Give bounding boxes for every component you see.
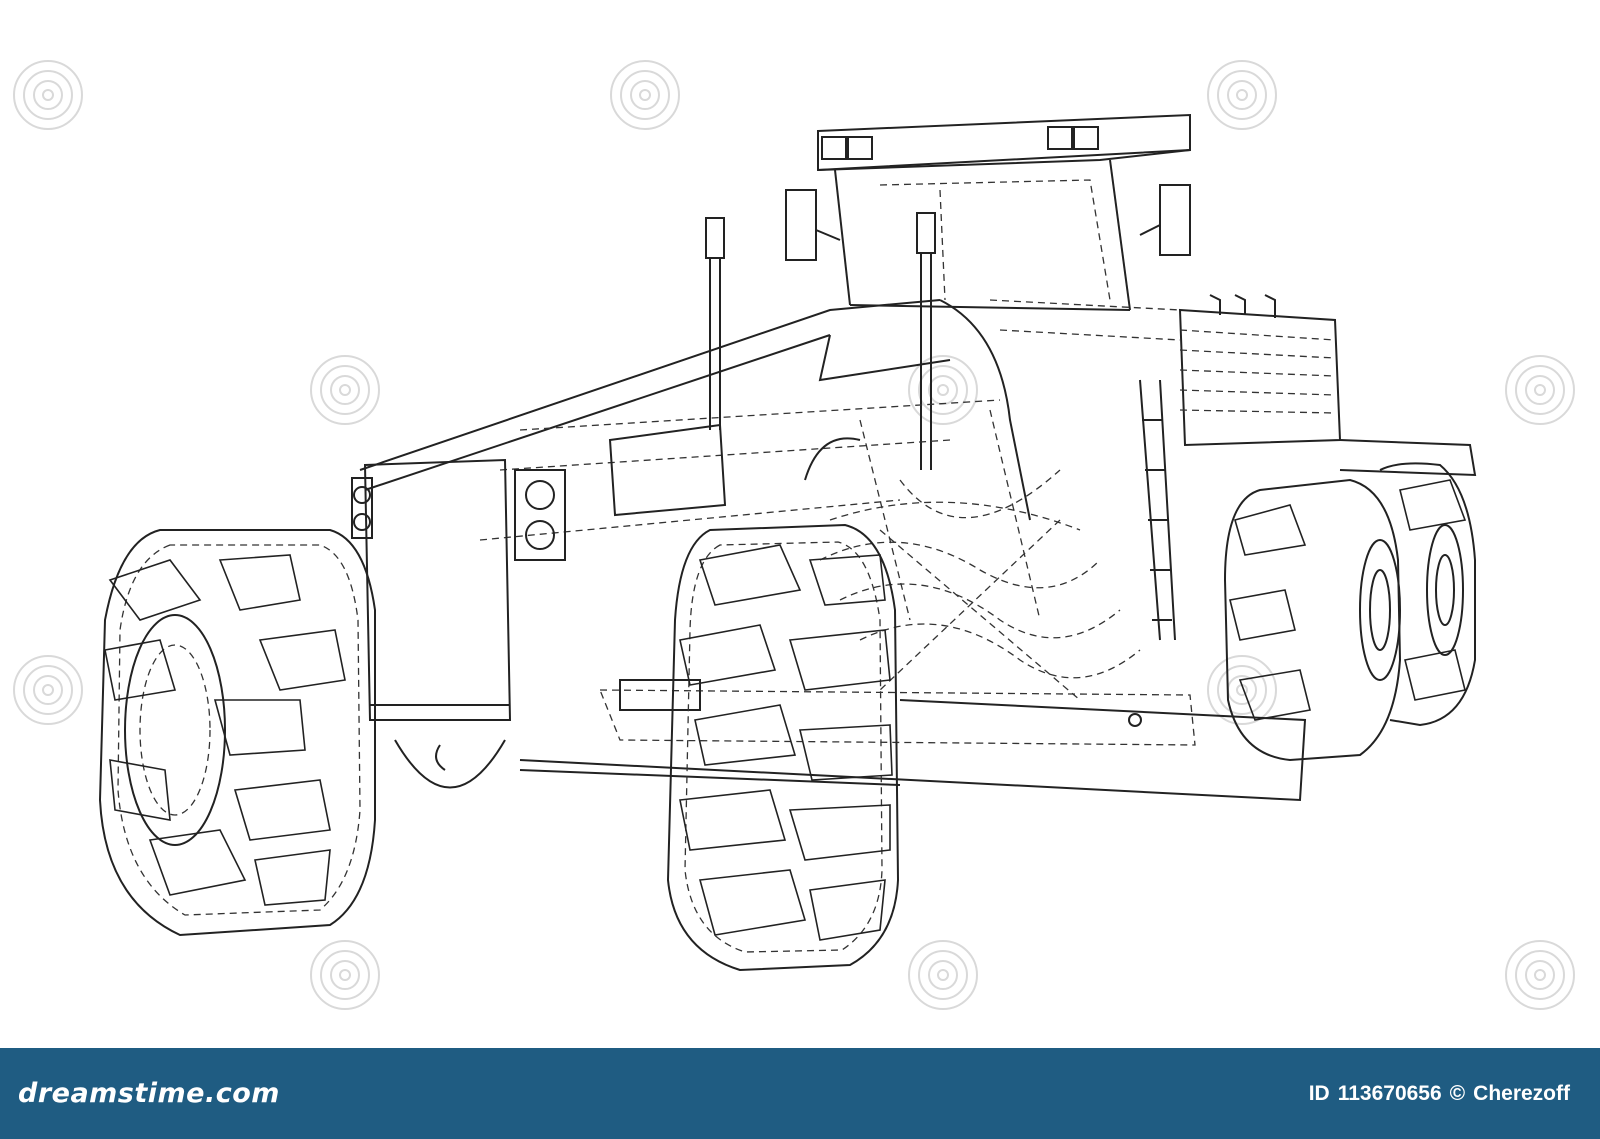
spiral-icon: [908, 940, 978, 1010]
copyright-icon: ©: [1449, 1081, 1466, 1105]
brand-name: dreamstime.com: [18, 1078, 280, 1109]
spiral-icon: [1207, 60, 1277, 130]
grader-frame: [351, 299, 1031, 789]
rear-wheels: [1223, 462, 1476, 762]
spiral-icon: [1207, 655, 1277, 725]
spiral-icon: [908, 355, 978, 425]
spiral-icon: [1505, 940, 1575, 1010]
ladder-and-cylinders: [804, 379, 1176, 641]
spiral-icon: [310, 940, 380, 1010]
watermark-pattern: [13, 60, 1575, 1010]
exhaust-stacks: [705, 212, 936, 470]
image-id-label: ID: [1308, 1081, 1330, 1105]
front-center-wheel: [666, 523, 900, 972]
spiral-icon: [13, 60, 83, 130]
author-name: Cherezoff: [1473, 1081, 1570, 1105]
cab: [785, 113, 1191, 311]
undercarriage-detail: [819, 469, 1141, 701]
watermark-footer: dreamstime.com ID 113670656 © Cherezoff: [0, 1048, 1600, 1139]
brand-logo[interactable]: dreamstime.com: [18, 1078, 280, 1109]
engine-housing: [989, 294, 1477, 477]
image-id: 113670656: [1337, 1081, 1442, 1105]
spiral-icon: [1505, 355, 1575, 425]
moldboard-blade: [519, 679, 1307, 802]
image-credit: ID 113670656 © Cherezoff: [1309, 1082, 1570, 1106]
motor-grader-wireframe: [13, 60, 1575, 1010]
front-left-wheel: [98, 529, 376, 937]
spiral-icon: [13, 655, 83, 725]
spiral-icon: [610, 60, 680, 130]
spiral-icon: [310, 355, 380, 425]
